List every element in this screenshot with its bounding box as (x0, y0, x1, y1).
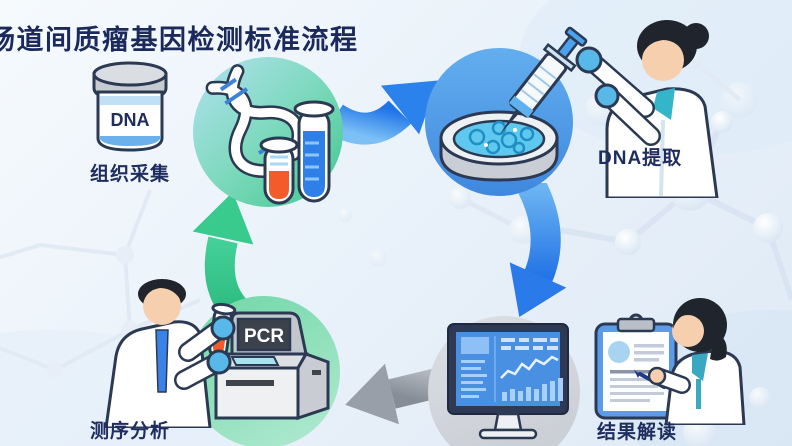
scientist-sequencing-figure (104, 279, 237, 428)
petri-dish-icon (439, 110, 559, 182)
step-label-tissue-collection: 组织采集 (90, 164, 171, 185)
dna-jar-icon: DNA (92, 61, 168, 152)
pcr-screen-text: PCR (244, 326, 284, 347)
step-label-result-interpretation: 结果解读 (597, 422, 678, 443)
step-label-sequencing-analysis: 测序分析 (90, 421, 171, 442)
page-title: 肠道间质瘤基因检测标准流程 (0, 25, 359, 55)
scientist-results-figure (648, 298, 746, 425)
pcr-machine-icon: PCR (213, 311, 330, 421)
dna-helix-tubes-icon (205, 64, 335, 205)
scientist-extraction-figure (575, 20, 719, 198)
jar-dna-text: DNA (111, 110, 150, 130)
monitor-dashboard-icon (447, 323, 569, 440)
step-label-dna-extraction: DNA提取 (598, 148, 683, 169)
pipette-icon (500, 26, 588, 134)
arrow-extraction-to-analysis (509, 183, 567, 318)
